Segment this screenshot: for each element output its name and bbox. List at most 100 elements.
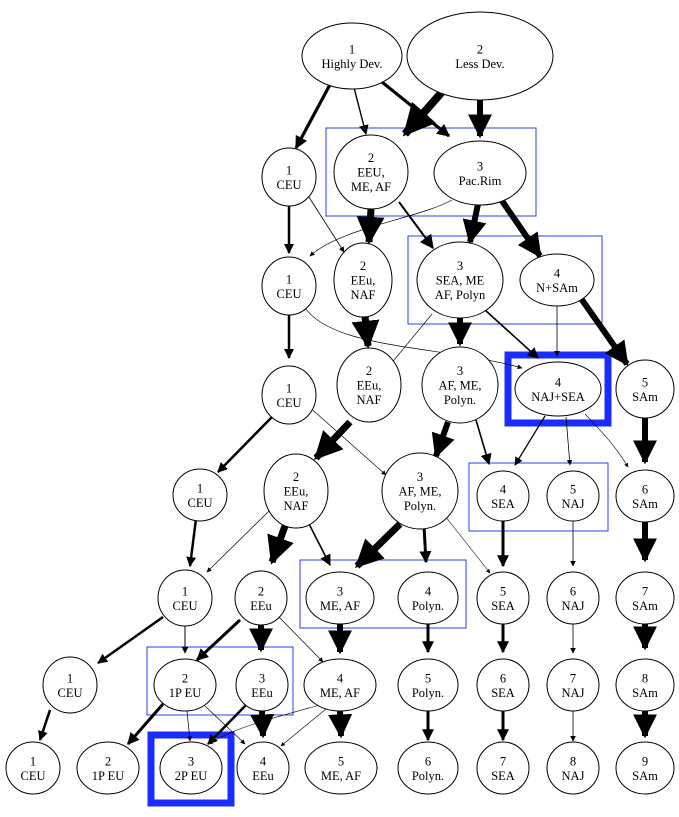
node-label: SEA [491,686,515,700]
cluster-boxes [146,127,612,807]
node-label: Highly Dev. [322,57,383,71]
node-ellipse [433,140,527,206]
node-number: 3 [417,470,423,484]
cluster-sea-nsam [407,235,603,325]
node-label: AF, ME, [438,379,481,393]
edge [419,525,432,564]
edge [186,710,192,742]
edge [484,309,539,359]
edge [267,524,294,565]
node-label: CEU [277,396,302,410]
node-label: EEu [251,686,273,700]
node-r7-2p-eu: 32P EU [159,741,223,795]
node-label: CEU [21,769,46,783]
node-label: ME, AF [320,686,360,700]
node-ellipse [236,741,290,795]
node-ellipse [476,658,530,712]
node-label: CEU [277,287,302,301]
node-number: 9 [642,754,648,768]
node-label: SEA, ME [436,274,485,288]
node-label: 2P EU [175,769,208,783]
node-number: 3 [457,364,463,378]
edge [280,708,327,747]
node-number: 1 [286,381,292,395]
node-number: 3 [337,584,343,598]
edge [354,521,403,569]
node-ellipse [476,470,530,522]
node-label: 1P EU [169,686,202,700]
node-number: 4 [260,754,267,768]
node-ellipse [514,361,602,417]
node-label: SAm [632,599,658,613]
node-ellipse [235,658,289,712]
node-ellipse [416,241,504,319]
edge [277,615,324,663]
node-number: 8 [642,671,648,685]
node-label: SAm [632,497,658,511]
node-ellipse [421,346,499,424]
node-ellipse [476,571,530,625]
node-ellipse [157,569,213,627]
edge [207,704,247,745]
edge [97,615,164,665]
node-label: ME, AF [351,180,391,194]
node-ellipse [303,658,377,712]
node-number: 4 [500,482,507,496]
edge [444,515,491,574]
cluster-sea-naj [468,462,609,532]
node-number: 5 [425,671,431,685]
node-label: EEu [252,769,274,783]
edge [565,416,573,466]
node-label: NAJ [562,599,585,613]
edge [398,201,434,250]
node-number: 5 [642,375,648,389]
edge [497,196,543,258]
node-label: NAJ [562,497,585,511]
node-label: SAm [632,390,658,404]
node-number: 2 [477,42,483,56]
node-label: Polyn. [412,769,444,783]
node-label: EEU, [357,166,384,180]
node-ellipse [381,452,459,530]
cluster-1peu-eeu [146,646,294,716]
node-ellipse [304,741,378,795]
edge [306,404,387,476]
node-r6-me-af: 4ME, AF [303,658,377,712]
node-ellipse [305,571,375,625]
edge [351,315,380,349]
node-r6-1p-eu: 21P EU [153,658,217,712]
node-ellipse [333,242,393,318]
node-ellipse [546,741,600,795]
node-number: 6 [500,671,506,685]
node-r7-me-af: 5ME, AF [304,741,378,795]
edge [328,710,353,739]
node-ellipse [153,658,217,712]
node-r2-n-sam: 4N+SAm [519,253,595,307]
node-label: Less Dev. [455,57,504,71]
node-ellipse [333,134,409,210]
edge [302,304,523,370]
node-ellipse [336,347,402,423]
node-ellipse [615,741,675,795]
node-r7-1p-eu: 21P EU [76,741,140,795]
node-number: 1 [286,272,292,286]
edge [577,295,630,366]
node-ellipse [615,469,675,523]
edge [431,421,455,459]
node-number: 1 [67,671,73,685]
